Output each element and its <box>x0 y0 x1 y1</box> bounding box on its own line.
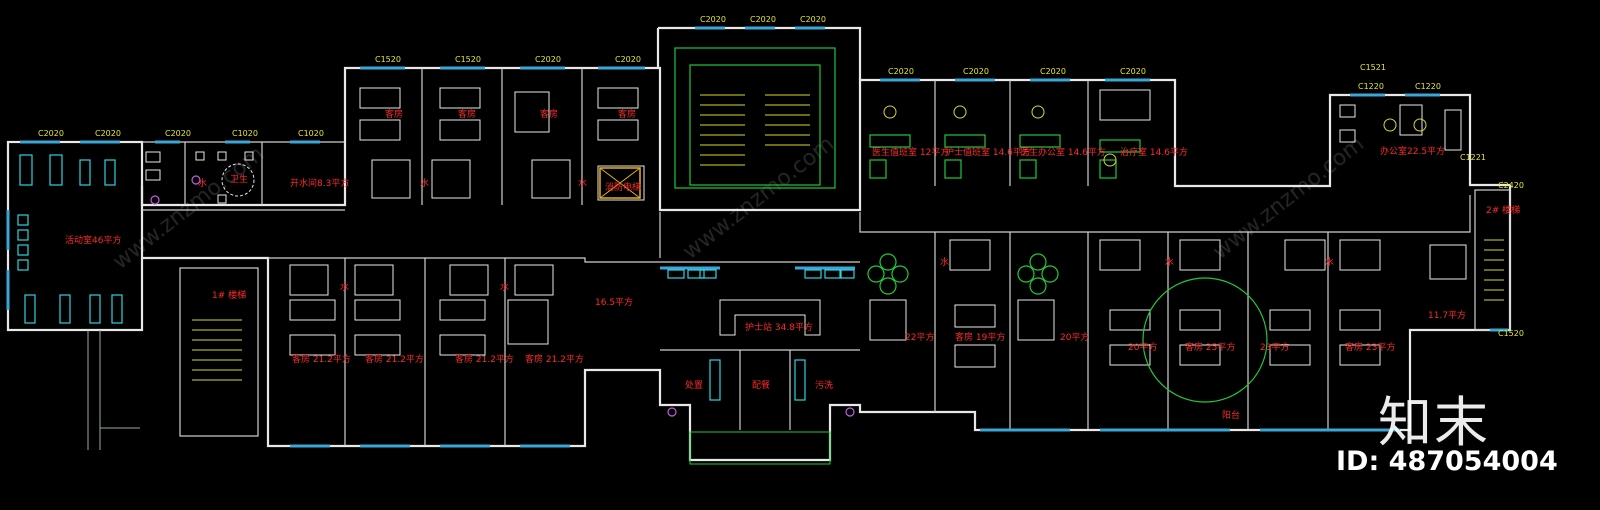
label-store: 16.5平方 <box>595 296 633 308</box>
label-guest-c: 客房 <box>540 108 558 120</box>
label-r23: 23平方 <box>1260 341 1289 353</box>
window-tag: C1220 <box>1358 82 1384 91</box>
windows <box>6 26 1508 448</box>
label-r11: 11.7平方 <box>1428 309 1466 321</box>
room-labels: 活动室46平方 卫生 水 开水间8.3平方 客房 客房 客房 客房 水 水 消防… <box>65 108 1520 421</box>
watermark-logo: 知末 <box>1378 391 1490 454</box>
stairs <box>192 47 1504 381</box>
watermark-diag-2: www.znzmo.com <box>678 131 839 264</box>
label-office1: 护士值班室 14.6平方 <box>945 146 1031 158</box>
label-g2: 客房 21.2平方 <box>365 353 424 365</box>
window-tag: C1220 <box>1415 82 1441 91</box>
label-r20b: 20平方 <box>1128 341 1157 353</box>
window-tag: C1020 <box>232 129 258 138</box>
label-guest-a: 客房 <box>385 108 403 120</box>
window-tag: C2020 <box>750 15 776 24</box>
watermark-diag-1: www.znzmo.com <box>108 141 269 274</box>
label-stair-left: 1# 楼梯 <box>212 289 246 301</box>
label-water-c: 水 <box>578 177 587 189</box>
window-tag: C2420 <box>1498 181 1524 190</box>
window-tag: C1520 <box>455 55 481 64</box>
label-r22: 22平方 <box>905 331 934 343</box>
label-toilet: 卫生 <box>230 173 248 185</box>
label-stair-right: 2# 楼梯 <box>1486 204 1520 216</box>
window-tag: C2020 <box>535 55 561 64</box>
window-tag: C1520 <box>375 55 401 64</box>
label-guest-b: 客房 <box>458 108 476 120</box>
window-tag: C2020 <box>1040 67 1066 76</box>
window-tag: C2020 <box>1120 67 1146 76</box>
label-office-big: 办公室22.5平方 <box>1380 145 1445 157</box>
fixtures <box>17 87 1467 465</box>
label-pantry: 配餐 <box>752 379 770 391</box>
label-nurse: 护士站 34.8平方 <box>745 321 813 333</box>
window-tag: C2020 <box>38 129 64 138</box>
label-water-h: 水 <box>1325 256 1334 268</box>
label-g25: 客房 25平方 <box>1185 341 1235 353</box>
watermark-id: ID: 487054004 <box>1336 446 1558 477</box>
label-office2: 医生办公室 14.6平方 <box>1020 146 1106 158</box>
label-treat: 治疗室 14.6平方 <box>1120 146 1188 158</box>
label-water-room: 开水间8.3平方 <box>290 177 349 189</box>
label-water-f: 水 <box>940 256 949 268</box>
window-tag: C2020 <box>963 67 989 76</box>
window-tag: C2020 <box>615 55 641 64</box>
window-tag: C1521 <box>1360 63 1386 72</box>
label-balcony: 阳台 <box>1222 409 1240 421</box>
window-tag: C1520 <box>1498 329 1524 338</box>
label-g3: 客房 21.2平方 <box>455 353 514 365</box>
interior-walls <box>142 68 1511 446</box>
label-dispose: 处置 <box>685 379 703 391</box>
window-tag: C1020 <box>298 129 324 138</box>
label-water-e: 水 <box>500 281 509 293</box>
label-guest-d: 客房 <box>618 108 636 120</box>
label-water-a: 水 <box>198 177 207 189</box>
label-stor2: 污洗 <box>815 379 833 391</box>
window-tag: C2020 <box>800 15 826 24</box>
dimension-lines <box>87 330 140 450</box>
label-med: 医生值班室 12平方 <box>872 146 949 158</box>
label-g19: 客房 19平方 <box>955 331 1005 343</box>
window-tag: C2020 <box>700 15 726 24</box>
label-g4: 客房 21.2平方 <box>525 353 584 365</box>
label-water-b: 水 <box>420 177 429 189</box>
label-water-g: 水 <box>1165 256 1174 268</box>
label-equip: 消防电梯 <box>605 181 641 193</box>
label-activity: 活动室46平方 <box>65 234 121 246</box>
window-tag: C2020 <box>165 129 191 138</box>
window-tag: C2020 <box>95 129 121 138</box>
label-water-d: 水 <box>340 281 349 293</box>
window-tag: C1221 <box>1460 153 1486 162</box>
label-r20: 20平方 <box>1060 331 1089 343</box>
label-g23: 客房 23平方 <box>1345 341 1395 353</box>
label-g1: 客房 21.2平方 <box>292 353 351 365</box>
window-tag: C2020 <box>888 67 914 76</box>
watermark-diag-3: www.znzmo.com <box>1208 131 1369 264</box>
